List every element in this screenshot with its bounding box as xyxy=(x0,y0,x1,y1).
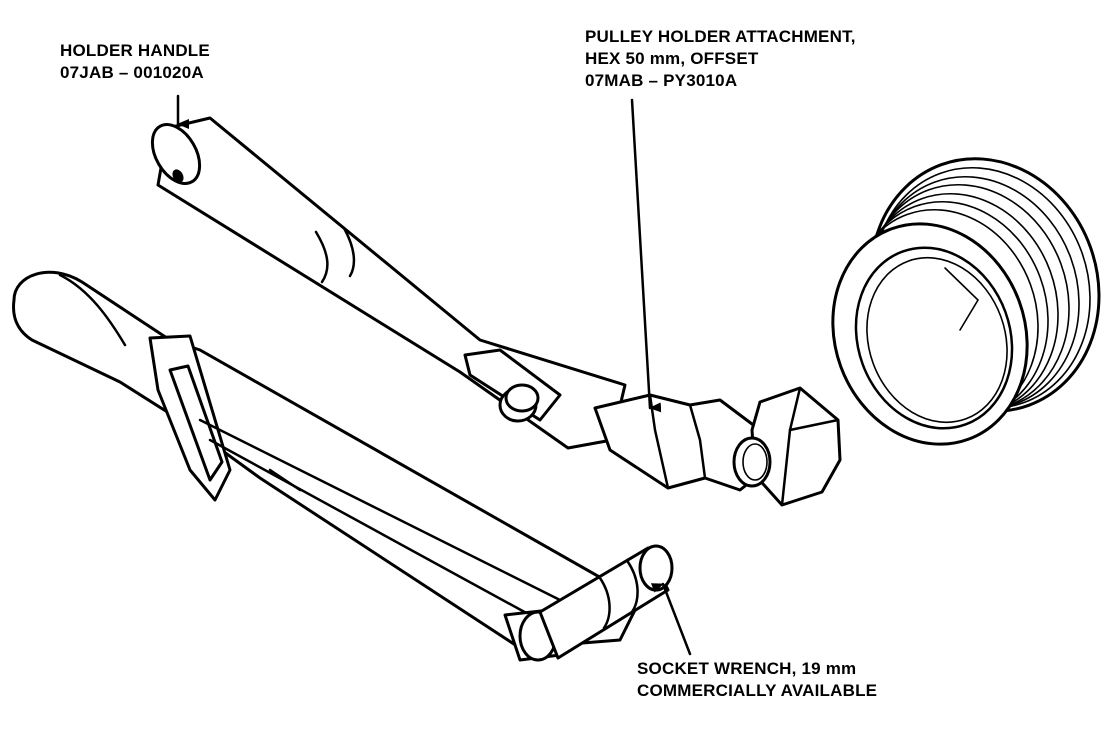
attachment-leader-line xyxy=(630,98,662,413)
pulley-attachment-name: PULLEY HOLDER ATTACHMENT, xyxy=(585,27,856,46)
socket-wrench-label: SOCKET WRENCH, 19 mm COMMERCIALLY AVAILA… xyxy=(637,658,877,702)
socket-wrench xyxy=(12,270,674,662)
holder-handle-name: HOLDER HANDLE xyxy=(60,41,210,60)
socket-leader-line xyxy=(650,582,692,656)
holder-handle-label: HOLDER HANDLE 07JAB – 001020A xyxy=(60,40,210,84)
pulley-holder-attachment xyxy=(593,386,842,507)
holder-handle-part-number: 07JAB – 001020A xyxy=(60,63,204,82)
socket-wrench-name: SOCKET WRENCH, 19 mm xyxy=(637,659,857,678)
crankshaft-pulley xyxy=(831,157,1101,446)
pulley-attachment-label: PULLEY HOLDER ATTACHMENT, HEX 50 mm, OFF… xyxy=(585,26,856,92)
socket-wrench-availability: COMMERCIALLY AVAILABLE xyxy=(637,681,878,700)
pulley-attachment-spec: HEX 50 mm, OFFSET xyxy=(585,49,759,68)
pulley-attachment-part-number: 07MAB – PY3010A xyxy=(585,71,738,90)
